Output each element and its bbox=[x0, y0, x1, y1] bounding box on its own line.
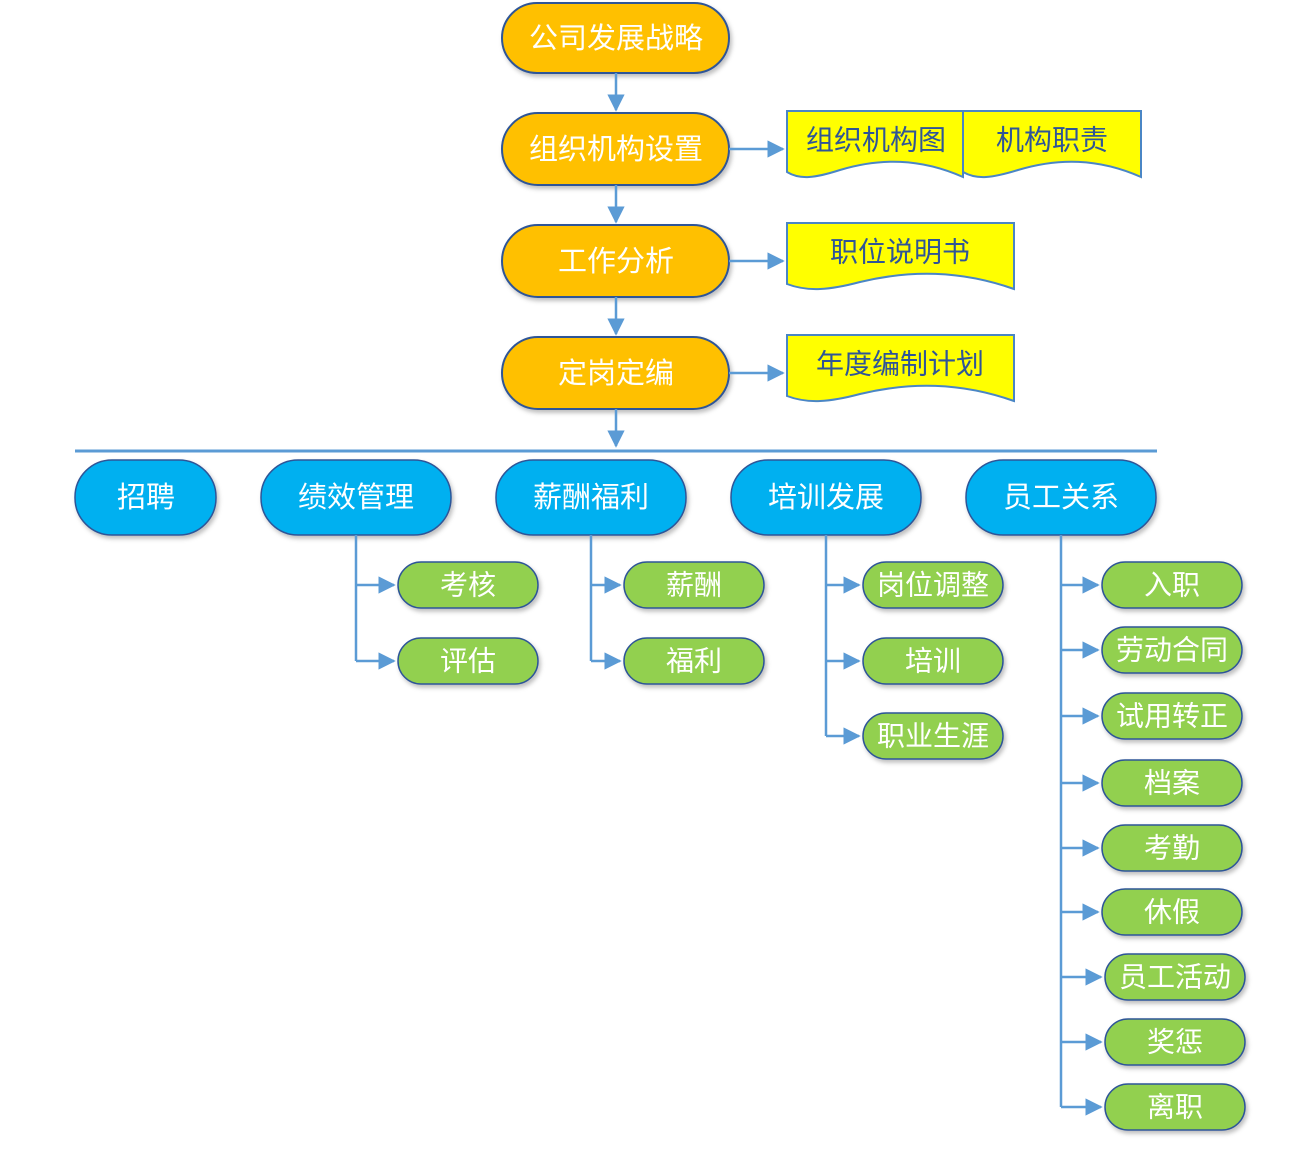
modules: 招聘 绩效管理 薪酬福利 培训发展 员工关系 bbox=[74, 459, 1157, 536]
document-outputs: 组织机构图 机构职责 职位说明书 年度编制计划 bbox=[729, 110, 1142, 403]
onboarding-item-label: 入职 bbox=[1144, 569, 1200, 602]
salary-item bbox=[623, 561, 765, 609]
recruitment-module-label: 招聘 bbox=[117, 480, 175, 514]
benefits-item bbox=[623, 637, 765, 685]
evaluation-item-label: 评估 bbox=[440, 645, 496, 678]
strategy-node-label: 公司发展战略 bbox=[529, 21, 703, 55]
training-module-label: 培训发展 bbox=[768, 480, 884, 514]
job-analysis-node-label: 工作分析 bbox=[558, 244, 674, 278]
labor-contract-item-label: 劳动合同 bbox=[1116, 634, 1228, 667]
sub-items: 考核 评估 薪酬 福利 岗位调整 培训 职业生涯 入职 劳动合同 试用转正 档案… bbox=[397, 561, 1246, 1131]
leave-item-label: 休假 bbox=[1144, 896, 1200, 929]
job-description-document-label: 职位说明书 bbox=[830, 236, 970, 269]
resignation-item-label: 离职 bbox=[1147, 1091, 1203, 1124]
employee-relations-module-label: 员工关系 bbox=[1003, 480, 1119, 514]
leave-item bbox=[1101, 888, 1243, 936]
recruitment-module bbox=[74, 459, 217, 536]
staffing-plan-document-label: 年度编制计划 bbox=[816, 348, 984, 381]
compensation-module-label: 薪酬福利 bbox=[533, 480, 649, 514]
onboarding-item bbox=[1101, 561, 1243, 609]
labor-contract-item bbox=[1101, 626, 1243, 674]
career-item-label: 职业生涯 bbox=[877, 720, 989, 753]
employee-activities-item bbox=[1104, 953, 1246, 1001]
training-item bbox=[862, 637, 1004, 685]
duties-document-label: 机构职责 bbox=[996, 124, 1108, 157]
duties-document bbox=[962, 110, 1142, 179]
performance-module-label: 绩效管理 bbox=[298, 480, 414, 514]
probation-item bbox=[1101, 692, 1243, 740]
benefits-item-label: 福利 bbox=[666, 645, 722, 678]
records-item-label: 档案 bbox=[1144, 767, 1200, 800]
training-item-label: 培训 bbox=[905, 645, 961, 678]
probation-item-label: 试用转正 bbox=[1116, 700, 1228, 733]
resignation-item bbox=[1104, 1083, 1246, 1131]
career-item bbox=[862, 712, 1004, 760]
evaluation-item bbox=[397, 637, 539, 685]
staffing-plan-document bbox=[786, 334, 1015, 403]
salary-item-label: 薪酬 bbox=[666, 569, 722, 602]
assessment-item bbox=[397, 561, 539, 609]
org-chart-document-label: 组织机构图 bbox=[806, 124, 946, 157]
job-description-document bbox=[786, 222, 1015, 291]
assessment-item-label: 考核 bbox=[440, 569, 496, 602]
job-transfer-item bbox=[862, 561, 1004, 609]
attendance-item-label: 考勤 bbox=[1144, 832, 1200, 865]
attendance-item bbox=[1101, 824, 1243, 872]
sub-connectors bbox=[354, 535, 1103, 1116]
records-item bbox=[1101, 759, 1243, 807]
staffing-node-label: 定岗定编 bbox=[558, 356, 674, 390]
main-flow: 公司发展战略 组织机构设置 工作分析 定岗定编 bbox=[501, 2, 730, 448]
rewards-penalties-item bbox=[1104, 1018, 1246, 1066]
org-chart-document bbox=[786, 110, 964, 179]
rewards-penalties-item-label: 奖惩 bbox=[1147, 1026, 1203, 1059]
org-structure-node-label: 组织机构设置 bbox=[529, 132, 703, 166]
job-transfer-item-label: 岗位调整 bbox=[877, 569, 989, 602]
employee-activities-item-label: 员工活动 bbox=[1119, 961, 1231, 994]
